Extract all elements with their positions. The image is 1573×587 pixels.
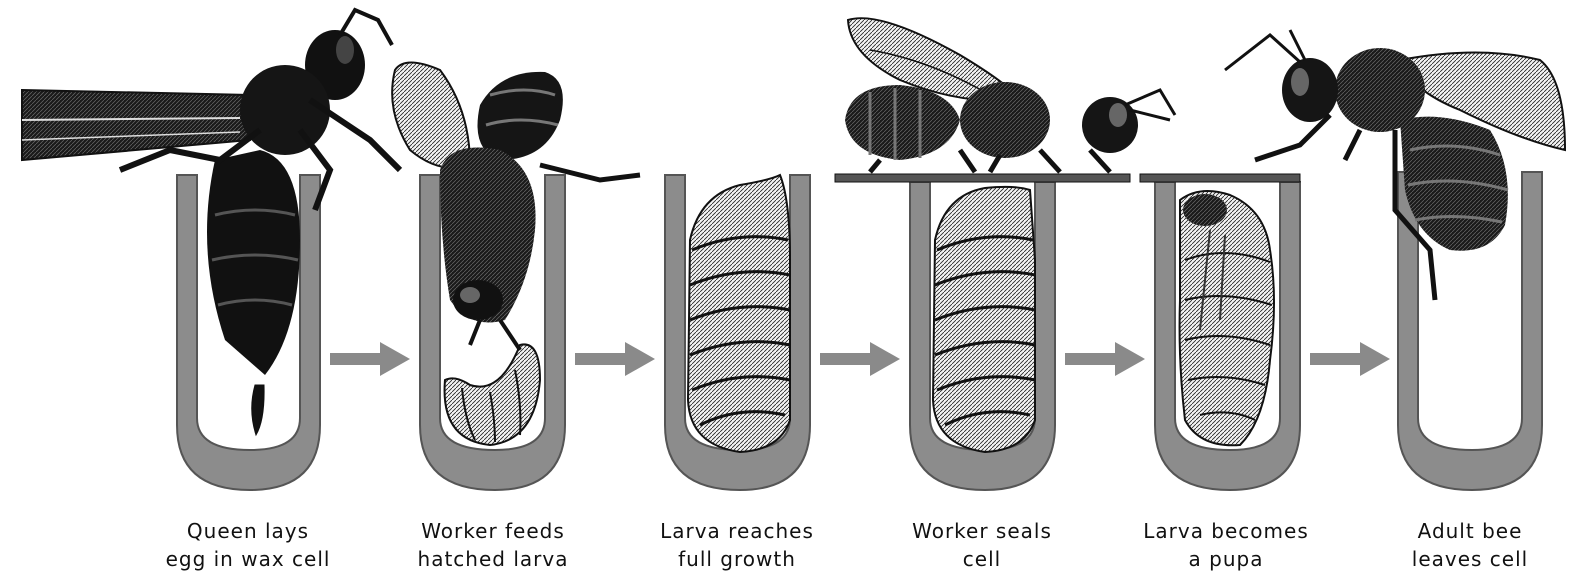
egg-icon: [252, 385, 264, 435]
stage-larva: [665, 175, 810, 490]
arrow-2: [575, 342, 655, 376]
caption-line: Larva becomes: [1143, 519, 1309, 543]
arrow-3: [820, 342, 900, 376]
stage-pupa: [1140, 174, 1300, 490]
larva-icon: [688, 175, 790, 452]
worker-bee-icon: [845, 18, 1175, 172]
pupa-icon: [1180, 191, 1274, 445]
caption-feeding: Worker feeds hatched larva: [418, 519, 569, 571]
wax-cap: [835, 174, 1130, 182]
caption-line: full growth: [678, 547, 796, 571]
arrow-1: [330, 342, 410, 376]
queen-bee-icon: [22, 10, 400, 375]
caption-line: hatched larva: [418, 547, 569, 571]
stage-egg: [22, 10, 400, 490]
caption-adult: Adult bee leaves cell: [1412, 519, 1528, 571]
caption-line: leaves cell: [1412, 547, 1528, 571]
wax-cap: [1140, 174, 1300, 182]
caption-line: egg in wax cell: [166, 547, 331, 571]
caption-line: Larva reaches: [660, 519, 814, 543]
caption-line: Queen lays: [187, 519, 309, 543]
arrow-4: [1065, 342, 1145, 376]
arrow-5: [1310, 342, 1390, 376]
stage-sealed: [835, 18, 1175, 490]
caption-larva: Larva reaches full growth: [660, 519, 814, 571]
caption-line: a pupa: [1189, 547, 1264, 571]
caption-egg: Queen lays egg in wax cell: [166, 519, 331, 571]
caption-line: Adult bee: [1418, 519, 1523, 543]
stage-feeding: [392, 63, 640, 491]
stage-adult: [1225, 30, 1565, 490]
caption-line: cell: [963, 547, 1001, 571]
caption-pupa: Larva becomes a pupa: [1143, 519, 1309, 571]
adult-bee-icon: [1225, 30, 1565, 300]
caption-line: Worker feeds: [421, 519, 565, 543]
larva-icon: [445, 344, 540, 445]
larva-icon: [933, 187, 1035, 452]
caption-line: Worker seals: [912, 519, 1052, 543]
caption-sealed: Worker seals cell: [912, 519, 1052, 571]
